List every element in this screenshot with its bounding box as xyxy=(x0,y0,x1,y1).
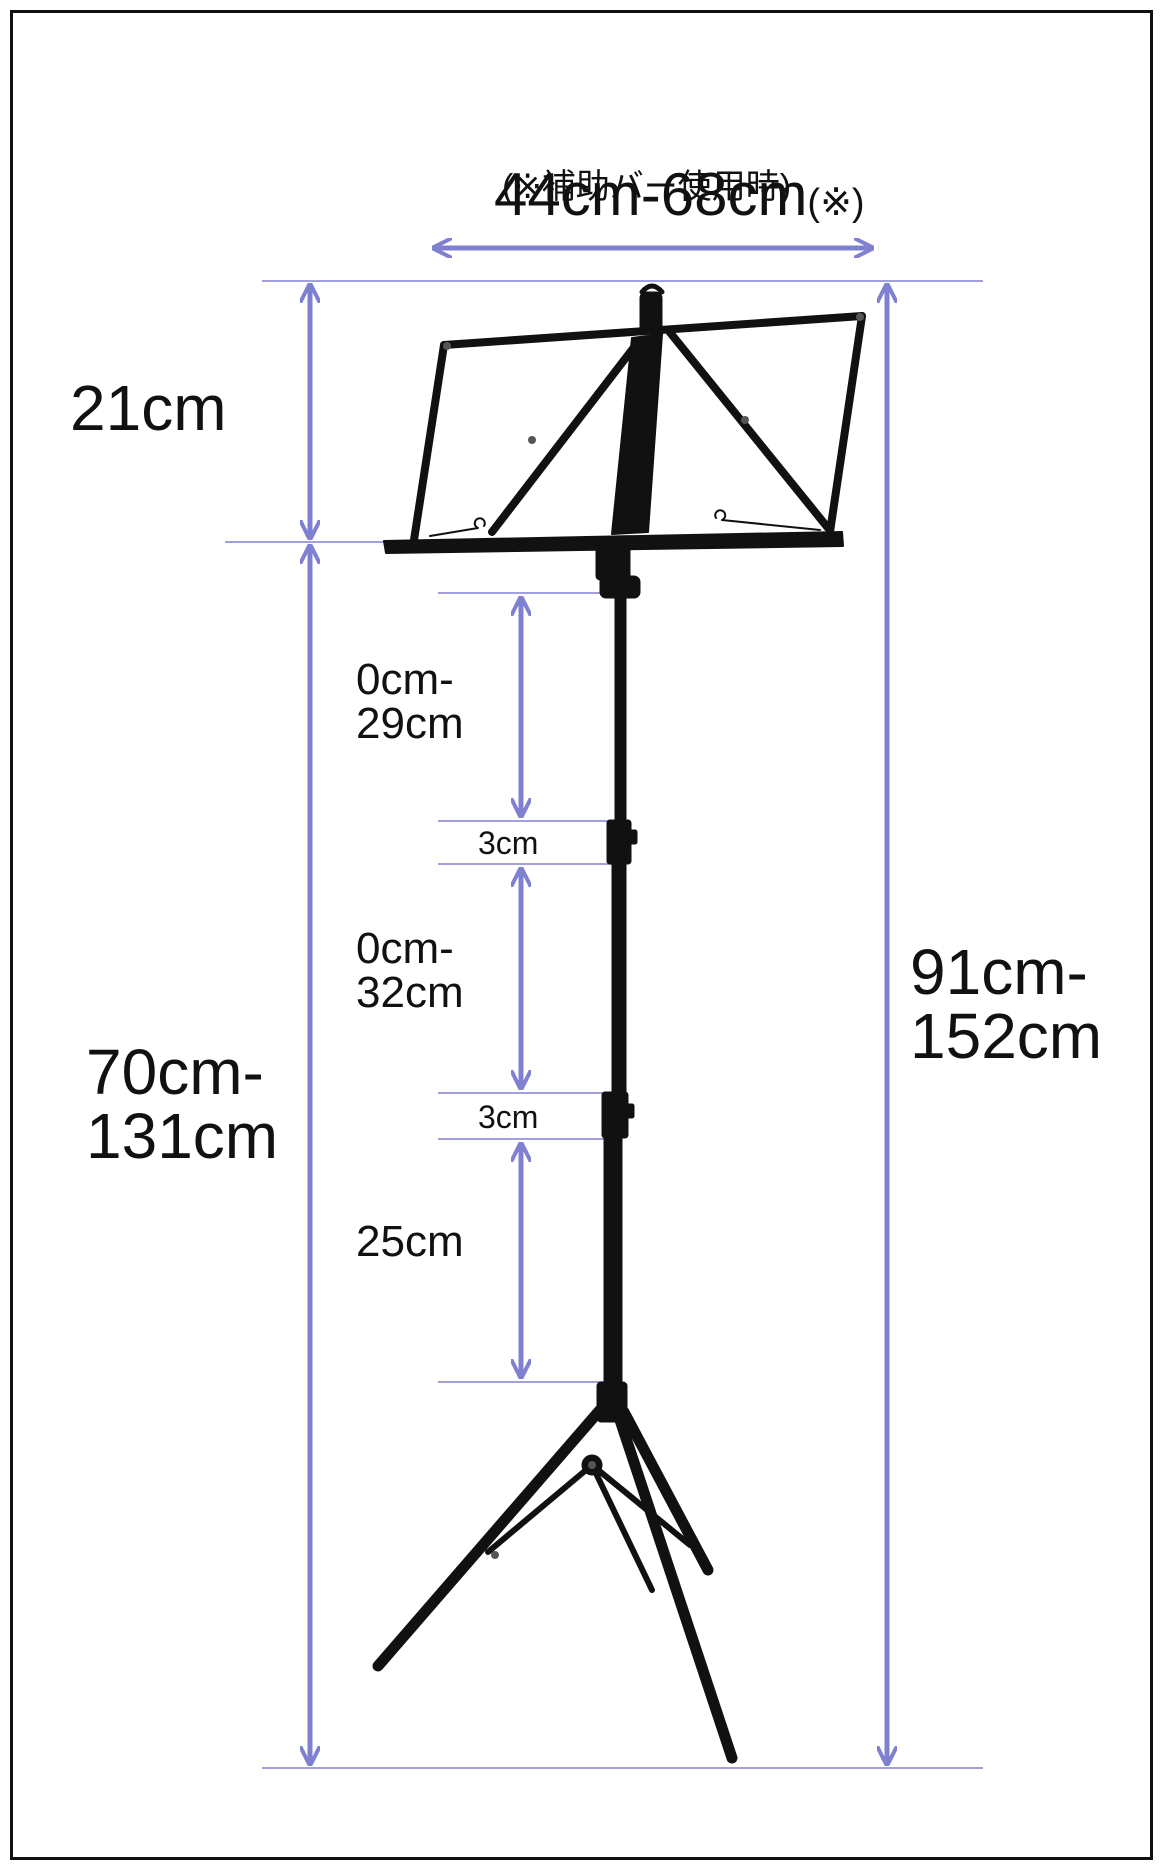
section2-label: 0cm- 32cm xyxy=(356,924,464,1017)
pole-section-1 xyxy=(614,597,627,825)
section1-label: 0cm- 29cm xyxy=(356,655,464,748)
leg-front xyxy=(612,1408,738,1764)
page-holders xyxy=(429,509,821,537)
center-spine xyxy=(611,283,665,535)
width-value: 44cm-68cm xyxy=(494,161,808,228)
pole-section-2 xyxy=(611,861,627,1093)
joint2-label: 3cm xyxy=(478,1099,539,1135)
width-label: 44cm-68cm(※) xyxy=(494,105,865,225)
leg-braces xyxy=(485,1462,693,1593)
desk-height-label: 21cm xyxy=(70,372,227,444)
leg-back xyxy=(618,1406,714,1576)
reference-lines xyxy=(225,280,983,1769)
music-stand xyxy=(372,283,866,1764)
tripod-legs xyxy=(372,1404,738,1764)
total-height-label: 91cm- 152cm xyxy=(910,936,1103,1072)
joint1-label: 3cm xyxy=(478,825,539,861)
image-frame xyxy=(10,10,1153,1860)
dimension-arrows xyxy=(310,248,887,1764)
width-note: (※補助バー使用時) xyxy=(502,168,792,206)
tilt-joint xyxy=(595,539,641,599)
rivets xyxy=(443,313,864,444)
pole-section-3 xyxy=(603,1135,623,1389)
leg-left xyxy=(372,1404,606,1672)
leg-rivets xyxy=(491,1461,596,1559)
pole-height-label: 70cm- 131cm xyxy=(86,1036,279,1172)
pole-clamp-2 xyxy=(601,1091,635,1139)
section3-label: 25cm xyxy=(356,1217,464,1266)
pole-clamp-1 xyxy=(606,819,638,865)
width-note-mark: (※) xyxy=(807,182,865,224)
